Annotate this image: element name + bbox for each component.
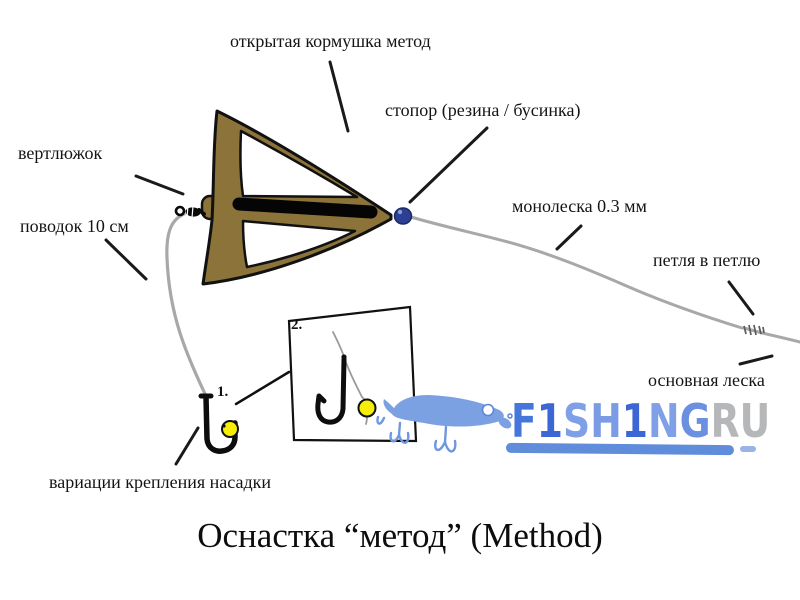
label-bait-variations: вариации крепления насадки (49, 472, 272, 492)
label-swivel: вертлюжок (18, 143, 103, 163)
inset-box (287, 305, 418, 443)
logo-letter: 1 (536, 394, 564, 448)
logo-letter: U (739, 394, 771, 448)
inset-connector (234, 370, 291, 406)
logo-underline-dash (740, 446, 756, 452)
logo-letter: R (710, 394, 740, 448)
pointer-monofilament (555, 224, 583, 251)
pointer-bait-variations (174, 426, 200, 466)
pointer-swivel (134, 174, 185, 196)
main-line-after-knot (742, 326, 800, 344)
logo-letter: S (563, 394, 591, 448)
label-monofilament: монолеска 0.3 мм (512, 196, 647, 216)
fishing-ru-logo: F1SH1NGRU (511, 394, 770, 448)
label-open-feeder: открытая кормушка метод (230, 31, 431, 51)
pointer-main-line (738, 354, 774, 366)
label-leader: поводок 10 см (20, 216, 129, 236)
label-loop-to-loop: петля в петлю (653, 250, 761, 270)
marker-variant-2: 2. (291, 317, 303, 333)
feeder-center-tube (232, 197, 378, 219)
feeder-bottom-hole (241, 219, 357, 269)
bait-ball-2 (357, 398, 377, 418)
pointer-leader (104, 238, 148, 281)
hook-variant-1 (198, 393, 239, 454)
logo-letter: G (679, 394, 711, 448)
pointer-loop-to-loop (727, 280, 755, 316)
marker-variant-1: 1. (217, 384, 229, 400)
feeder-top-hole (239, 129, 359, 199)
mono-line (409, 215, 744, 330)
label-stopper: стопор (резина / бусинка) (385, 100, 581, 120)
bait-ball-1 (221, 420, 239, 438)
logo-letter: H (590, 394, 622, 448)
logo-letter: F (511, 394, 537, 448)
page-title: Оснастка “метод” (Method) (197, 516, 603, 555)
pointer-open-feeder (328, 60, 350, 133)
pointer-stopper (408, 126, 489, 204)
hook-variant-2 (315, 331, 377, 425)
logo-letter: N (648, 394, 680, 448)
bead-stopper (393, 207, 413, 225)
swivel (174, 205, 206, 219)
label-main-line: основная леска (648, 370, 765, 390)
logo-letter: 1 (621, 394, 649, 448)
leader-line (165, 212, 208, 398)
method-feeder (200, 109, 393, 286)
lure-icon (376, 395, 513, 453)
loop-knot (743, 324, 765, 336)
